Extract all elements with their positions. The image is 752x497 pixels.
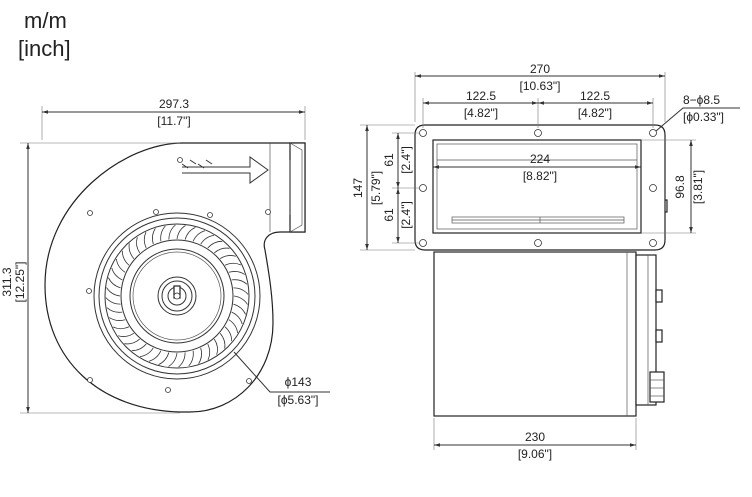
impeller-blade bbox=[192, 230, 206, 242]
mounting-holes bbox=[419, 129, 657, 247]
flange-width-mm: 270 bbox=[530, 62, 550, 76]
impeller-blade bbox=[231, 311, 243, 325]
airflow-arrow-icon bbox=[177, 156, 269, 184]
motor-terminal bbox=[649, 371, 665, 403]
impeller-blade bbox=[109, 317, 126, 321]
hole-pitch-left-mm: 122.5 bbox=[466, 89, 496, 103]
impeller-blade bbox=[200, 235, 215, 245]
impeller-blade bbox=[160, 225, 166, 242]
impeller-blade bbox=[184, 227, 196, 240]
inlet-ring-outer bbox=[93, 212, 261, 380]
impeller-blade bbox=[233, 295, 248, 305]
impeller-blade bbox=[136, 237, 141, 254]
unit-metric-label: m/m bbox=[24, 8, 67, 33]
impeller-blade bbox=[228, 271, 245, 275]
front-view: 270 [10.63"] 122.5 [4.82"] 122.5 [4.82"]… bbox=[351, 62, 740, 461]
impeller-blade bbox=[152, 228, 156, 245]
body-width-mm: 230 bbox=[525, 430, 545, 444]
impeller-blade bbox=[158, 352, 170, 365]
blower-body bbox=[433, 251, 637, 417]
impeller-blade bbox=[233, 303, 246, 315]
side-width-in: [11.7"] bbox=[157, 114, 190, 128]
impeller-blade bbox=[121, 250, 130, 266]
impeller-blade bbox=[219, 333, 226, 349]
impeller-blade bbox=[168, 224, 176, 240]
impeller-blade bbox=[108, 277, 121, 289]
impeller-blade bbox=[176, 225, 186, 240]
impeller-blade bbox=[219, 255, 236, 260]
upper-pitch-mm: 61 bbox=[382, 153, 396, 167]
lower-pitch-in: [2.4"] bbox=[399, 201, 413, 229]
impeller-blade bbox=[198, 347, 202, 364]
impeller-blade bbox=[213, 338, 218, 355]
side-view: 297.3 [11.7"] 311.3 [12.25"] ϕ143 [ϕ5.63… bbox=[0, 97, 330, 414]
flange-height-mm: 147 bbox=[351, 178, 365, 198]
unit-imperial-label: [inch] bbox=[18, 36, 71, 61]
impeller-blade bbox=[231, 279, 248, 285]
impeller-dia-in: [ϕ5.63"] bbox=[277, 393, 318, 407]
hub bbox=[157, 276, 197, 316]
impeller-blade bbox=[214, 247, 230, 254]
impeller-blade bbox=[116, 258, 126, 273]
side-height-mm: 311.3 bbox=[0, 267, 14, 296]
flange-height-in: [5.79"] bbox=[369, 171, 383, 205]
impeller-blade bbox=[228, 319, 238, 334]
impeller-blade bbox=[224, 262, 242, 266]
outlet-width-mm: 224 bbox=[530, 152, 550, 166]
impeller-blade bbox=[207, 240, 223, 249]
motor-ring bbox=[129, 248, 225, 344]
outlet-opening bbox=[432, 139, 642, 234]
inlet-ring bbox=[98, 217, 256, 375]
flange-width-in: [10.63"] bbox=[520, 79, 561, 93]
impeller-blade bbox=[124, 338, 140, 345]
impeller-blade bbox=[106, 307, 123, 313]
impeller-blade bbox=[207, 343, 211, 361]
impeller-blade bbox=[148, 350, 162, 362]
impeller-inner bbox=[120, 239, 234, 353]
outlet-height-mm: 96.8 bbox=[673, 175, 687, 199]
holes-spec-mm: 8−ϕ8.5 bbox=[683, 93, 720, 107]
impeller-blade bbox=[111, 267, 123, 281]
impeller-blade bbox=[112, 326, 130, 330]
impeller-blade bbox=[131, 343, 147, 352]
impeller-blades bbox=[105, 224, 249, 368]
outlet-width-in: [8.82"] bbox=[523, 169, 557, 183]
housing-screws bbox=[86, 209, 271, 393]
outlet-duct bbox=[289, 142, 306, 233]
impeller-blade bbox=[106, 287, 121, 297]
side-width-mm: 297.3 bbox=[159, 97, 189, 111]
hole-pitch-right-in: [4.82"] bbox=[578, 106, 612, 120]
body-width-in: [9.06"] bbox=[518, 447, 552, 461]
outlet-height-in: [3.81"] bbox=[691, 170, 705, 204]
impeller-blade bbox=[105, 297, 121, 305]
impeller-blade bbox=[178, 352, 186, 368]
impeller-blade bbox=[168, 352, 178, 367]
impeller-blade bbox=[139, 347, 154, 357]
impeller-dia-mm: ϕ143 bbox=[285, 375, 312, 389]
holes-spec-in: [ϕ0.33"] bbox=[683, 110, 724, 124]
impeller-blade bbox=[188, 350, 194, 367]
impeller-blade bbox=[224, 326, 233, 342]
side-height-in: [12.25"] bbox=[13, 262, 27, 303]
hole-pitch-right-mm: 122.5 bbox=[580, 89, 610, 103]
impeller-blade bbox=[143, 231, 147, 249]
impeller-blade bbox=[128, 243, 135, 259]
lower-pitch-mm: 61 bbox=[382, 208, 396, 222]
hole-pitch-left-in: [4.82"] bbox=[464, 106, 498, 120]
impeller-blade bbox=[118, 332, 135, 337]
impeller-blade bbox=[233, 287, 249, 295]
impeller-outer bbox=[104, 223, 250, 369]
upper-pitch-in: [2.4"] bbox=[399, 146, 413, 174]
